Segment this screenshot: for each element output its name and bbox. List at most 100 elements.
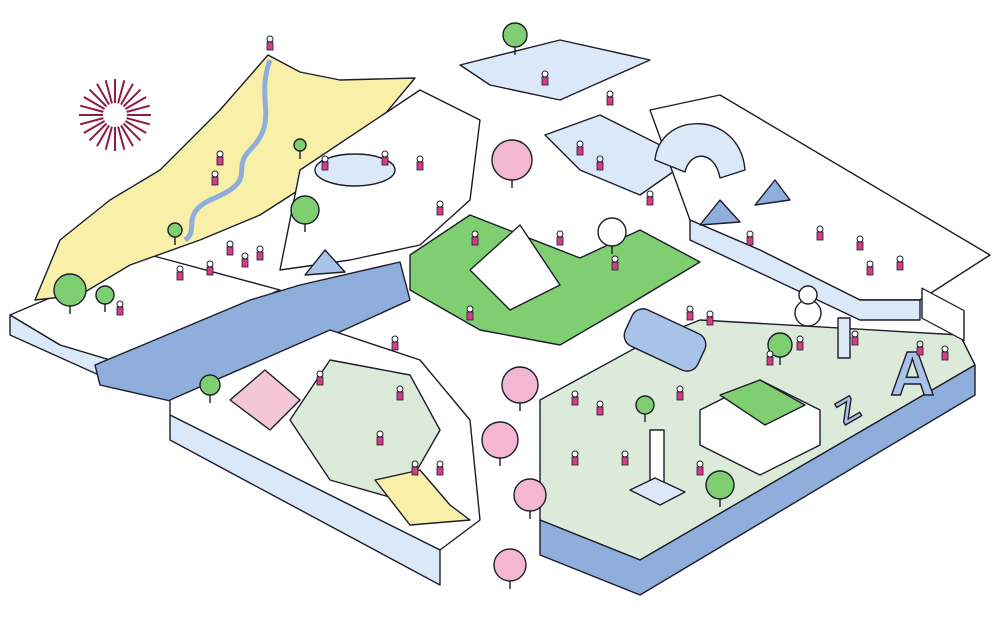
person-head (316, 370, 324, 378)
person-head (411, 460, 419, 468)
person-head (466, 305, 474, 313)
firework-ray (124, 96, 147, 110)
firework-ray (83, 96, 106, 110)
person-head (706, 310, 714, 318)
person (321, 161, 329, 171)
firework-ray (83, 120, 106, 134)
firework-ray (117, 126, 126, 151)
person (706, 316, 714, 326)
lower-left-side (169, 414, 441, 586)
chimney-base (629, 477, 686, 506)
person-head (596, 155, 604, 163)
person (176, 271, 184, 281)
person-head (816, 225, 824, 233)
person-head (766, 350, 774, 358)
person (226, 246, 234, 256)
person (816, 231, 824, 241)
person (256, 251, 264, 261)
person-head (696, 460, 704, 468)
tree (290, 195, 320, 225)
firework-ray (126, 104, 151, 113)
person (206, 266, 214, 276)
person-head (611, 255, 619, 263)
person-head (436, 460, 444, 468)
person (466, 311, 474, 321)
person-head (436, 200, 444, 208)
person (411, 466, 419, 476)
person (396, 391, 404, 401)
person-head (596, 400, 604, 408)
person (896, 261, 904, 271)
person (211, 176, 219, 186)
person (916, 346, 924, 356)
person (116, 306, 124, 316)
person-head (571, 450, 579, 458)
person-head (556, 230, 564, 238)
person-head (916, 340, 924, 348)
person-head (576, 140, 584, 148)
person-head (851, 330, 859, 338)
person-head (321, 155, 329, 163)
person-head (541, 70, 549, 78)
person (436, 206, 444, 216)
ski-tent-2 (754, 179, 791, 206)
person-head (676, 385, 684, 393)
firework-ray (79, 104, 104, 113)
person-head (206, 260, 214, 268)
person-head (471, 230, 479, 238)
person-head (606, 90, 614, 98)
person (596, 406, 604, 416)
person (766, 356, 774, 366)
person-head (796, 335, 804, 343)
firework-ray (122, 122, 142, 142)
person (436, 466, 444, 476)
tree (481, 421, 519, 459)
person (416, 161, 424, 171)
person-head (686, 305, 694, 313)
tree (597, 217, 627, 247)
letter-a-sculpture: A (890, 340, 935, 409)
person (746, 236, 754, 246)
person-head (176, 265, 184, 273)
person (851, 336, 859, 346)
person (541, 76, 549, 86)
firework-ray (96, 124, 110, 147)
bus (623, 308, 707, 372)
firework-icon (79, 79, 151, 151)
person (606, 96, 614, 106)
person-head (226, 240, 234, 248)
tree (513, 478, 547, 512)
sky-block-2 (544, 114, 691, 196)
person-head (391, 335, 399, 343)
tree (501, 366, 539, 404)
person (676, 391, 684, 401)
person (376, 436, 384, 446)
person-head (241, 252, 249, 260)
pencil (837, 317, 851, 359)
person-head (116, 300, 124, 308)
person (316, 376, 324, 386)
person-head (396, 385, 404, 393)
person-head (746, 230, 754, 238)
firework-ray (120, 83, 134, 106)
tree (493, 548, 527, 582)
tree (95, 285, 115, 305)
firework-ray (117, 79, 126, 104)
ski-tent (699, 199, 741, 226)
firework-ray (122, 88, 142, 108)
person (696, 466, 704, 476)
tree (53, 273, 87, 307)
person-head (621, 450, 629, 458)
person-head (416, 155, 424, 163)
firework-ray (96, 83, 110, 106)
firework-ray (104, 126, 113, 151)
person (216, 156, 224, 166)
person-head (646, 190, 654, 198)
tree (502, 22, 528, 48)
paper-fan (229, 369, 301, 431)
person (866, 266, 874, 276)
person-head (866, 260, 874, 268)
pond (314, 153, 396, 187)
person-head (941, 345, 949, 353)
